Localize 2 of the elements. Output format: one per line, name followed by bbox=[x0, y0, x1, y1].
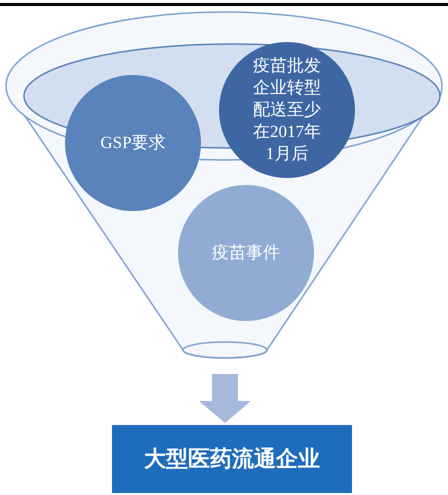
arrow bbox=[199, 374, 251, 423]
process-box: 大型医药流通企业 bbox=[112, 425, 352, 493]
